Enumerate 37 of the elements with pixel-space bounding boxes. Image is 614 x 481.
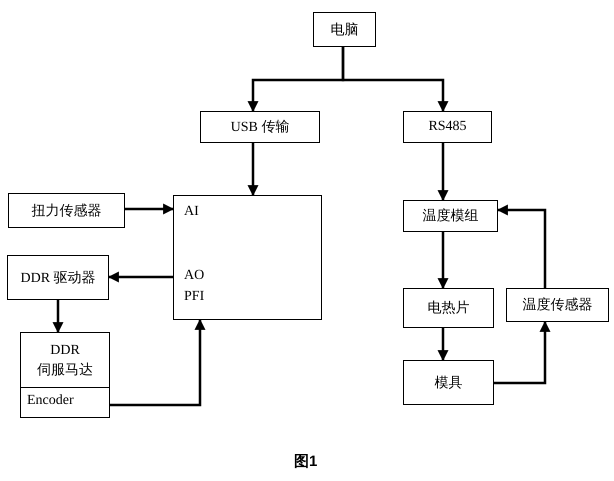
arrow — [125, 204, 174, 214]
arrow — [110, 318, 206, 406]
arrow — [438, 143, 448, 202]
motor-box — [20, 332, 110, 418]
process-box — [7, 255, 109, 300]
port-label: AO — [184, 268, 204, 284]
process-box — [403, 360, 494, 405]
arrow — [438, 328, 448, 362]
device-box — [173, 195, 322, 320]
box-label: DDR 驱动器 — [19, 270, 97, 286]
box-label: 扭力传感器 — [30, 202, 102, 220]
process-box — [8, 193, 125, 228]
box-label: 电脑 — [330, 22, 360, 38]
process-box — [506, 288, 609, 322]
process-box — [403, 111, 492, 143]
process-box — [403, 288, 494, 328]
arrow — [438, 232, 448, 290]
box-label: RS485 — [427, 119, 468, 135]
arrow — [52, 300, 64, 334]
box-label: USB 传输 — [230, 118, 290, 136]
port-label: PFI — [184, 289, 204, 305]
box-label: 温度模组 — [422, 207, 480, 225]
box-label: 电热片 — [426, 300, 470, 317]
arrow — [342, 47, 448, 112]
encoder-label: Encoder — [27, 393, 74, 409]
arrow — [248, 143, 258, 196]
box-label: 温度传感器 — [522, 296, 594, 314]
arrow — [496, 204, 546, 288]
figure-caption: 图1 — [294, 452, 318, 471]
port-label: AI — [184, 204, 199, 220]
motor-label: DDR 伺服马达 — [36, 342, 94, 380]
process-box — [403, 200, 498, 232]
process-box — [200, 111, 320, 143]
arrow — [494, 320, 550, 384]
process-box — [313, 12, 376, 47]
box-label: 模具 — [434, 374, 464, 392]
arrow — [108, 272, 173, 282]
